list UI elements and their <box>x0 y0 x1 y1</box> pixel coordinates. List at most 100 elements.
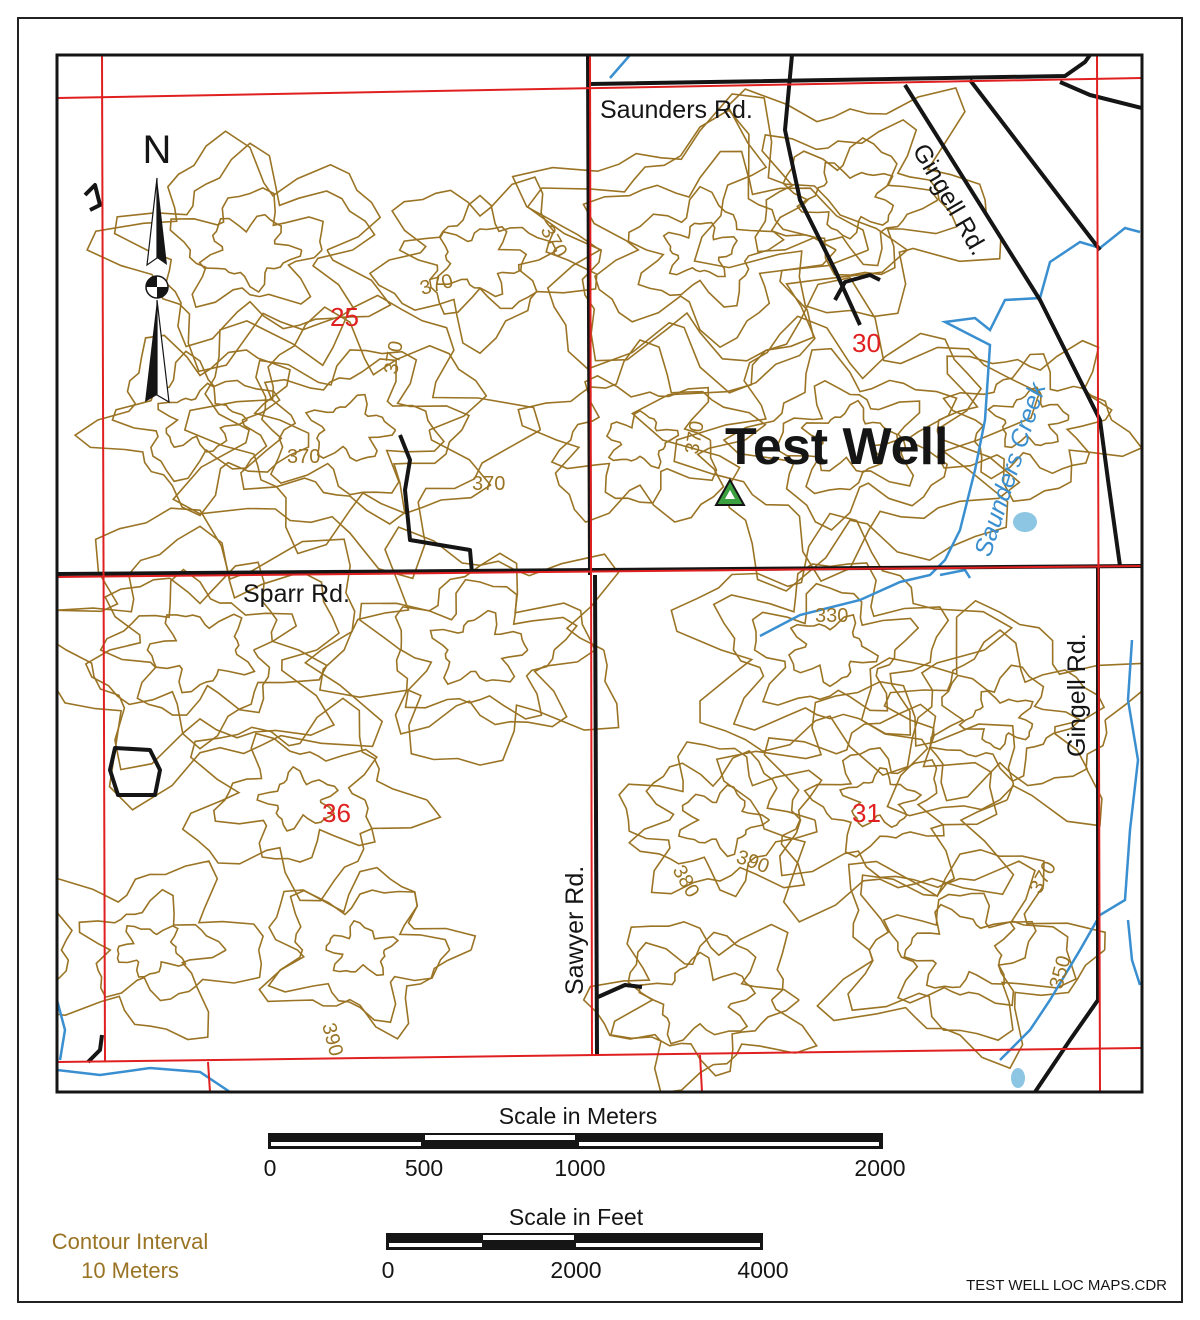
contour-line <box>258 866 477 1040</box>
contour-lines <box>57 87 1142 1092</box>
contour-line <box>256 765 340 832</box>
north-arrow-icon <box>145 177 170 404</box>
contour-line <box>929 664 1081 783</box>
contour-line <box>113 142 376 348</box>
contour-line <box>169 187 324 309</box>
contour-line <box>942 353 1113 480</box>
contour-line <box>693 87 1002 318</box>
file-name: TEST WELL LOC MAPS.CDR <box>966 1277 1167 1294</box>
contour-line <box>803 747 945 858</box>
contour-line <box>181 697 442 902</box>
contour-line <box>627 185 785 308</box>
contour-line <box>986 386 1070 449</box>
contour-line <box>429 609 529 686</box>
contour-line <box>57 507 384 811</box>
contour-label: 390 <box>317 1021 347 1059</box>
section-25: 25 <box>330 302 359 332</box>
contour-line <box>84 561 328 750</box>
contour-line <box>267 889 451 1024</box>
contour-line <box>860 599 1142 827</box>
contour-label: 370 <box>287 446 320 468</box>
contour-interval-line2: 10 Meters <box>81 1258 179 1283</box>
contour-line <box>800 399 899 473</box>
scale-meters-tick: 1000 <box>554 1155 605 1181</box>
contour-line <box>630 276 1041 592</box>
contour-line <box>73 334 310 517</box>
contour-line <box>212 732 378 863</box>
contour-label: 370 <box>418 270 456 300</box>
scale-bar-feet <box>386 1233 763 1250</box>
contour-line <box>609 931 800 1077</box>
pond-south <box>1011 1068 1025 1088</box>
scale-feet-tick: 0 <box>382 1257 395 1283</box>
contour-line <box>788 613 880 688</box>
contour-line <box>304 393 397 462</box>
scale-meters-title: Scale in Meters <box>499 1103 658 1129</box>
contour-line <box>358 552 596 735</box>
contour-line <box>903 903 1016 989</box>
contour-line <box>78 888 227 1002</box>
contour-label: 350 <box>1046 953 1076 991</box>
road-label-gingell-south: Gingell Rd. <box>1063 633 1091 757</box>
contour-label: 390 <box>733 846 772 878</box>
contour-line <box>715 680 1016 923</box>
contour-label: 370 <box>1025 858 1061 898</box>
test-well-label: Test Well <box>725 418 948 476</box>
contour-line <box>57 860 264 1041</box>
contour-line <box>146 613 256 694</box>
contour-line <box>670 512 1014 777</box>
contour-line <box>183 306 492 555</box>
contour-line <box>882 892 1037 1007</box>
contour-line <box>936 339 1142 503</box>
contour-line <box>99 568 298 716</box>
contour-line <box>774 379 921 495</box>
section-lines <box>57 55 1142 1092</box>
pond <box>1013 512 1037 532</box>
road-label-sawyer: Sawyer Rd. <box>561 866 589 995</box>
contour-line <box>263 358 445 496</box>
contour-line <box>157 382 248 453</box>
contour-line <box>171 294 542 580</box>
scale-feet-tick: 2000 <box>550 1257 601 1283</box>
contour-line <box>605 409 680 470</box>
map-frame <box>55 53 1144 1094</box>
contour-line <box>111 350 281 483</box>
contour-line <box>712 562 950 736</box>
scale-feet-tick: 4000 <box>737 1257 788 1283</box>
contour-label: 330 <box>815 605 848 627</box>
contour-line <box>582 150 837 349</box>
contour-line <box>511 93 908 394</box>
contour-line <box>368 176 598 355</box>
scale-bar-meters <box>268 1133 883 1149</box>
contour-line <box>582 920 818 1092</box>
road-label-saunders: Saunders Rd. <box>600 96 753 124</box>
contour-line <box>618 741 823 895</box>
contour-line <box>638 951 757 1045</box>
north-label: N <box>143 128 172 172</box>
scale-feet-title: Scale in Feet <box>509 1204 644 1230</box>
contour-line <box>394 578 578 720</box>
section-31: 31 <box>852 798 881 828</box>
contour-line <box>325 919 400 977</box>
contour-line <box>754 118 958 276</box>
contour-interval-line1: Contour Interval <box>52 1229 209 1254</box>
contour-line <box>751 582 920 712</box>
road-label-sparr: Sparr Rd. <box>243 580 350 608</box>
contour-line <box>673 315 1021 583</box>
scale-meters-tick: 500 <box>405 1155 443 1181</box>
contour-line <box>677 784 770 858</box>
contour-line <box>398 194 558 315</box>
page-border <box>17 17 1183 1303</box>
contour-line <box>517 339 767 524</box>
contour-line <box>435 225 528 298</box>
contour-label: 370 <box>380 339 407 376</box>
contour-line <box>116 924 187 978</box>
contour-line <box>57 525 340 771</box>
road-lines <box>57 55 1142 1092</box>
contour-label: 380 <box>668 862 704 902</box>
contour-line <box>722 347 958 531</box>
scale-meters-tick: 0 <box>264 1155 277 1181</box>
contour-line <box>816 848 1106 1070</box>
contour-line <box>958 690 1034 751</box>
